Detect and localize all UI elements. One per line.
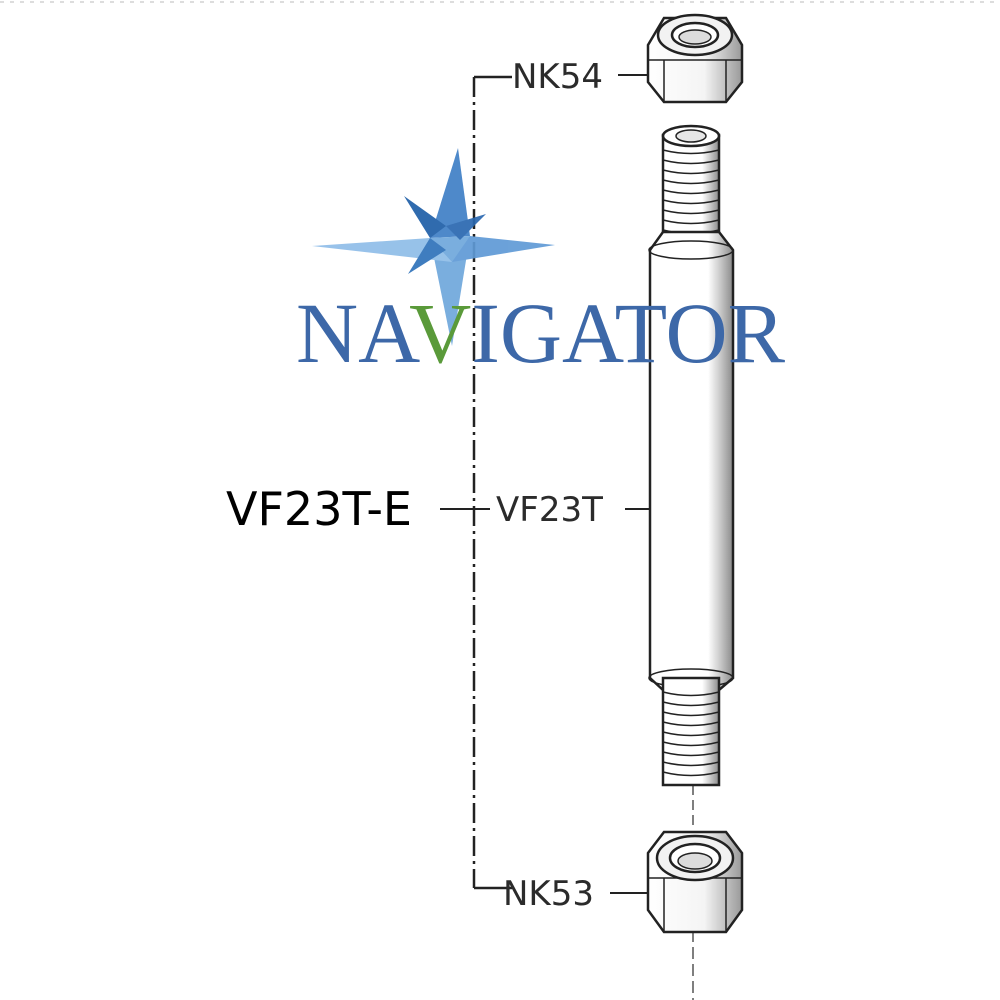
thread-line (662, 209, 720, 215)
thread-line (662, 179, 720, 185)
upper-thread-lines (662, 149, 720, 235)
lower-thread-lines (662, 691, 720, 777)
thread-line (662, 691, 720, 697)
nut-nk54 (646, 13, 744, 104)
thread-line (662, 219, 720, 225)
compass-star-icon (312, 148, 555, 346)
thread-line (662, 751, 720, 757)
part-label-nk54: NK54 (512, 57, 603, 97)
thread-line (662, 721, 720, 727)
assembly-label: VF23T-E (226, 482, 412, 536)
thread-line (662, 189, 720, 195)
logo-wordmark: NAVIGATOR (296, 285, 786, 381)
thread-line (662, 711, 720, 717)
thread-line (662, 169, 720, 175)
thread-line (662, 199, 720, 205)
navigator-logo: NAVIGATOR (296, 148, 786, 381)
part-label-vf23t: VF23T (496, 490, 603, 530)
thread-line (662, 731, 720, 737)
thread-line (662, 159, 720, 165)
thread-line (662, 701, 720, 707)
rod-vf23t (648, 124, 735, 787)
thread-line (662, 761, 720, 767)
thread-line (662, 741, 720, 747)
nut-nk53 (646, 830, 744, 934)
assembly-bracket (472, 75, 512, 890)
part-label-nk53: NK53 (503, 874, 594, 914)
thread-line (662, 771, 720, 777)
thread-line (662, 149, 720, 155)
